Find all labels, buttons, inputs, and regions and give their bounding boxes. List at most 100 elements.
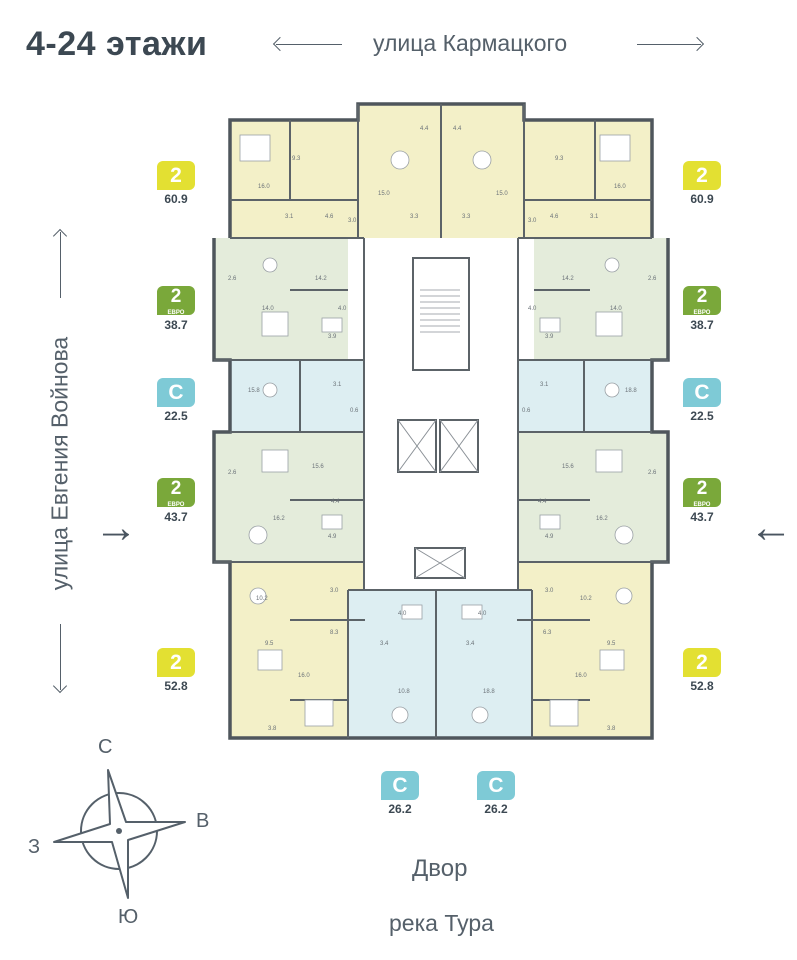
room-count: С — [488, 774, 504, 797]
room-area: 15.8 — [248, 388, 260, 394]
room-area: 4.0 — [398, 611, 407, 617]
apartment-top-center-right — [441, 104, 524, 238]
room-area: 2.6 — [648, 276, 657, 282]
apartment-left-green-2 — [214, 432, 364, 562]
room-area: 4.4 — [538, 499, 547, 505]
street-arrow-right-icon — [637, 44, 701, 45]
room-area: 3.0 — [330, 588, 339, 594]
apartment-badge[interactable]: С — [157, 378, 195, 407]
room-area: 18.8 — [483, 689, 495, 695]
room-area: 9.3 — [292, 156, 301, 162]
street-name-top: улица Кармацкого — [373, 30, 568, 56]
apartment-badge[interactable]: С — [477, 771, 515, 800]
room-area: 15.0 — [378, 191, 390, 197]
street-arrow-down-icon — [60, 624, 61, 690]
room-area: 3.3 — [462, 214, 471, 220]
room-area: 8.3 — [330, 630, 339, 636]
apartment-badge[interactable]: С — [683, 378, 721, 407]
euro-label: ЕВРО — [167, 502, 185, 508]
euro-label: ЕВРО — [167, 310, 185, 316]
room-count: 2 — [696, 651, 708, 674]
room-area: 0.6 — [350, 408, 359, 414]
room-area: 4.0 — [338, 306, 347, 312]
compass-north: С — [98, 736, 113, 758]
room-area: 4.9 — [328, 534, 337, 540]
room-area: 18.8 — [625, 388, 637, 394]
room-area: 16.0 — [614, 184, 626, 190]
room-area: 4.9 — [545, 534, 554, 540]
apartment-area: 26.2 — [388, 802, 412, 816]
room-count: С — [168, 381, 184, 404]
apartment-area: 38.7 — [164, 318, 188, 332]
room-area: 3.0 — [545, 588, 554, 594]
apartment-badge[interactable]: 2 — [157, 648, 195, 677]
apartment-top-center-left — [358, 104, 441, 238]
room-area: 14.0 — [262, 306, 274, 312]
room-area: 3.1 — [285, 214, 294, 220]
street-arrow-left-icon — [276, 44, 342, 45]
apartment-right-green-1 — [534, 238, 668, 360]
compass-south: Ю — [118, 906, 139, 928]
room-count: 2 — [696, 286, 708, 307]
room-area: 14.2 — [562, 276, 574, 282]
room-area: 3.0 — [348, 218, 357, 224]
room-area: 15.6 — [562, 464, 574, 470]
room-area: 10.2 — [580, 596, 592, 602]
room-count: С — [392, 774, 408, 797]
euro-label: ЕВРО — [693, 310, 711, 316]
apartment-top-right — [522, 120, 652, 238]
apartment-right-yellow-bottom — [517, 562, 652, 738]
apartment-area: 38.7 — [690, 318, 714, 332]
room-area: 3.4 — [466, 641, 475, 647]
room-area: 3.1 — [540, 382, 549, 388]
apartment-area: 43.7 — [164, 510, 188, 524]
room-area: 2.6 — [648, 470, 657, 476]
room-area: 15.0 — [496, 191, 508, 197]
room-area: 10.2 — [256, 596, 268, 602]
compass-west: З — [28, 836, 41, 858]
river-label: река Тура — [389, 910, 494, 936]
apartment-area: 52.8 — [690, 679, 714, 693]
apartment-badge[interactable]: 2 — [683, 648, 721, 677]
stairs-icon — [420, 289, 460, 333]
room-count: 2 — [170, 164, 182, 187]
room-area: 4.0 — [528, 306, 537, 312]
room-area: 0.6 — [522, 408, 531, 414]
apartment-area: 52.8 — [164, 679, 188, 693]
apartment-left-blue — [230, 360, 365, 432]
room-area: 4.4 — [331, 499, 340, 505]
room-area: 15.6 — [312, 464, 324, 470]
apartment-badge[interactable]: С — [381, 771, 419, 800]
room-area: 16.0 — [258, 184, 270, 190]
room-area: 9.5 — [265, 641, 274, 647]
room-area: 3.0 — [528, 218, 537, 224]
apartment-badge[interactable]: 2 — [157, 161, 195, 190]
room-area: 3.8 — [607, 726, 616, 732]
room-area: 16.2 — [273, 516, 285, 522]
room-area: 2.6 — [228, 276, 237, 282]
room-count: 2 — [696, 478, 708, 499]
apartment-badge[interactable]: 2 — [683, 161, 721, 190]
room-area: 10.8 — [398, 689, 410, 695]
entrance-arrow-left-icon: → — [94, 503, 138, 552]
room-area: 3.9 — [328, 334, 337, 340]
room-count: С — [694, 381, 710, 404]
page-title: 4-24 этажи — [26, 25, 208, 63]
room-count: 2 — [170, 286, 182, 307]
room-area: 4.6 — [325, 214, 334, 220]
room-area: 4.4 — [453, 126, 462, 132]
room-area-labels: 4.4 9.3 16.0 15.0 3.1 4.6 3.0 3.3 4.4 9.… — [228, 126, 657, 732]
room-count: 2 — [170, 651, 182, 674]
apartment-area: 60.9 — [164, 192, 188, 206]
room-area: 3.4 — [380, 641, 389, 647]
room-area: 16.2 — [596, 516, 608, 522]
compass-east: В — [196, 810, 210, 832]
room-area: 3.3 — [410, 214, 419, 220]
room-area: 3.1 — [590, 214, 599, 220]
room-area: 3.8 — [268, 726, 277, 732]
